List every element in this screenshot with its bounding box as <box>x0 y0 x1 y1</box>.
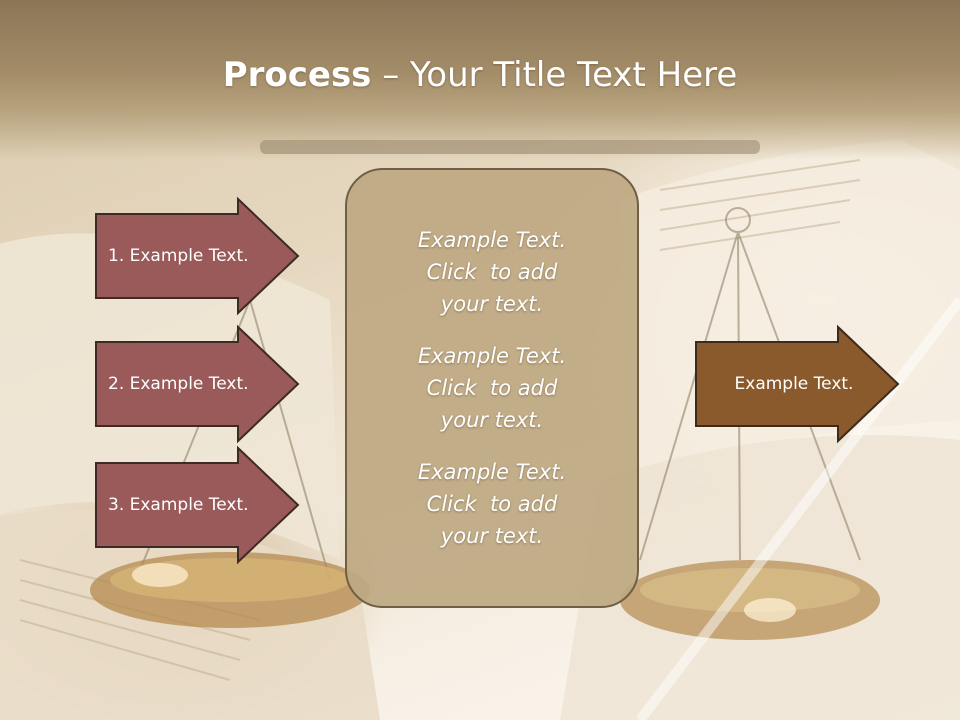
center-line: your text. <box>440 408 544 432</box>
title-bold: Process <box>222 55 372 95</box>
slide-title[interactable]: Process – Your Title Text Here <box>0 52 960 98</box>
step-arrow-1[interactable]: 1. Example Text. <box>95 196 300 316</box>
center-line: Click to add <box>426 260 558 284</box>
title-rest: – Your Title Text Here <box>371 55 738 95</box>
center-text-block-2: Example Text. Click to add your text. <box>377 340 607 436</box>
title-bar <box>0 0 960 160</box>
center-line: Example Text. <box>417 228 567 252</box>
result-arrow-label: Example Text. <box>734 374 854 394</box>
center-line: Click to add <box>426 376 558 400</box>
arrow-shape <box>95 196 300 316</box>
result-arrow[interactable]: Example Text. <box>695 324 900 444</box>
step-arrow-label: 2. Example Text. <box>108 374 249 394</box>
center-line: Example Text. <box>417 460 567 484</box>
center-line: your text. <box>440 524 544 548</box>
step-arrow-3[interactable]: 3. Example Text. <box>95 445 300 565</box>
center-text-block-3: Example Text. Click to add your text. <box>377 456 607 552</box>
center-line: Example Text. <box>417 344 567 368</box>
arrow-shape <box>695 324 900 444</box>
process-center-box[interactable]: Example Text. Click to add your text. Ex… <box>345 168 639 608</box>
center-line: your text. <box>440 292 544 316</box>
step-arrow-label: 3. Example Text. <box>108 495 249 515</box>
arrow-shape <box>95 445 300 565</box>
step-arrow-label: 1. Example Text. <box>108 246 249 266</box>
arrow-shape <box>95 324 300 444</box>
center-text-block-1: Example Text. Click to add your text. <box>377 224 607 320</box>
center-line: Click to add <box>426 492 558 516</box>
step-arrow-2[interactable]: 2. Example Text. <box>95 324 300 444</box>
